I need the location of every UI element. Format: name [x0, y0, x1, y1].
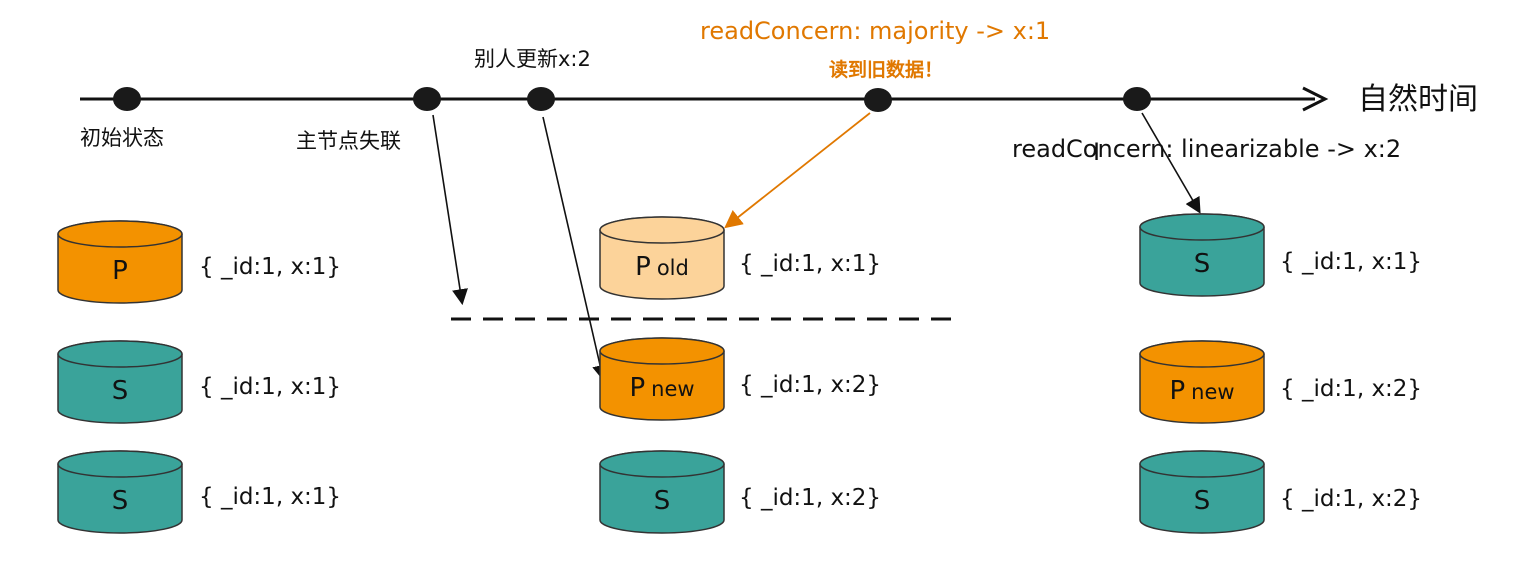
- db-node-secondary: S { _id:1, x:2}: [599, 450, 881, 534]
- node-document-text: { _id:1, x:2}: [1280, 486, 1422, 512]
- event-label-other-update: 别人更新x:2: [474, 47, 591, 71]
- cylinder-top: [1139, 340, 1265, 368]
- arrow-update-to-new-primary: [542, 116, 608, 382]
- timeline-events: [113, 87, 1151, 112]
- timeline-arrowhead-icon: [1302, 86, 1329, 112]
- event-label-majority-note: 读到旧数据！: [829, 58, 943, 81]
- db-node-primary: P { _id:1, x:1}: [57, 220, 341, 304]
- node-document-text: { _id:1, x:1}: [1280, 249, 1422, 275]
- cylinder-top: [599, 216, 725, 244]
- cylinder-top: [57, 220, 183, 248]
- node-role-label: S: [112, 376, 129, 406]
- db-node-secondary: S { _id:1, x:1}: [57, 340, 341, 424]
- text-cursor-icon: I: [1093, 138, 1100, 166]
- event-label-linearizable-read: readConcern: linearizable -> x:2: [1012, 135, 1401, 163]
- event-dot-linearizable-read: [1123, 87, 1151, 111]
- node-role-label: S: [112, 486, 129, 516]
- arrow-linearizable-read-to-secondary: [1141, 112, 1201, 214]
- timeline-axis-label: 自然时间: [1358, 82, 1478, 117]
- arrow-primary-lost-to-partition: [432, 114, 468, 306]
- node-document-text: { _id:1, x:2}: [739, 485, 881, 511]
- db-node-secondary: S { _id:1, x:1}: [57, 450, 341, 534]
- node-role-label: S: [654, 486, 671, 516]
- node-group-initial: P { _id:1, x:1} S { _id:1, x:1} S { _id:1, x:…: [57, 220, 341, 534]
- event-label-majority-read: readConcern: majority -> x:1: [700, 17, 1050, 45]
- node-document-text: { _id:1, x:1}: [199, 484, 341, 510]
- event-dot-initial: [113, 87, 141, 111]
- event-dot-majority-read: [864, 88, 892, 112]
- cylinder-top: [57, 340, 183, 368]
- node-document-text: { _id:1, x:2}: [739, 372, 881, 398]
- node-document-text: { _id:1, x:1}: [199, 374, 341, 400]
- node-role-label: S: [1194, 249, 1211, 279]
- cylinder-top: [1139, 450, 1265, 478]
- event-dot-other-update: [527, 87, 555, 111]
- cylinder-top: [599, 337, 725, 365]
- node-document-text: { _id:1, x:1}: [739, 251, 881, 277]
- cylinder-top: [1139, 213, 1265, 241]
- cylinder-top: [599, 450, 725, 478]
- db-node-secondary: S { _id:1, x:1}: [1139, 213, 1422, 297]
- arrow-majority-read-to-old-primary: [724, 112, 871, 229]
- node-document-text: { _id:1, x:2}: [1280, 376, 1422, 402]
- event-dot-primary-lost: [413, 87, 441, 111]
- event-label-primary-lost: 主节点失联: [296, 129, 401, 153]
- node-document-text: { _id:1, x:1}: [199, 254, 341, 280]
- cylinder-top: [57, 450, 183, 478]
- event-label-initial: 初始状态: [80, 126, 164, 150]
- node-role-label: P: [112, 256, 128, 286]
- db-node-secondary: S { _id:1, x:2}: [1139, 450, 1422, 534]
- node-role-label: S: [1194, 486, 1211, 516]
